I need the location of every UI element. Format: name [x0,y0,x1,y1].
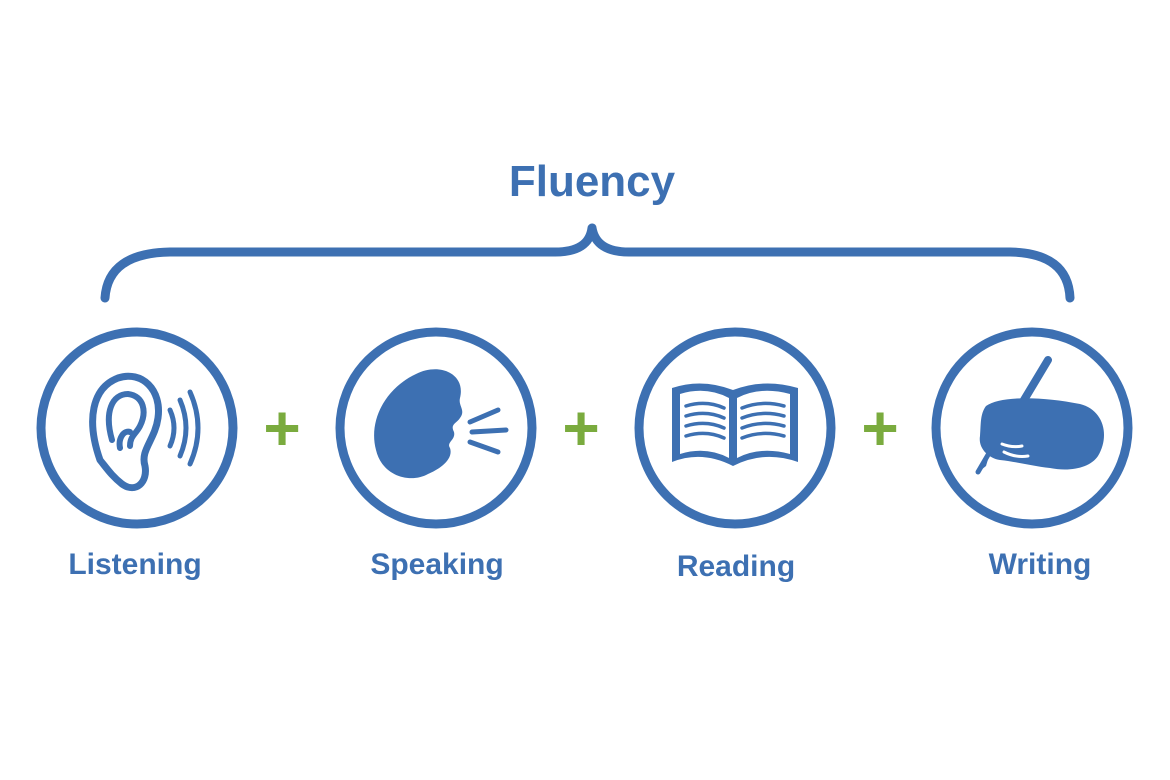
diagram-title: Fluency [509,157,676,206]
ear-icon [89,372,201,492]
skill-circle [36,327,238,529]
skill-reading: Reading [634,327,836,583]
skill-label: Writing [989,548,1092,581]
skill-circle [634,327,836,529]
writing-hand-icon [975,356,1104,475]
skill-writing: Writing [931,327,1133,581]
speaking-head-icon [374,369,509,479]
skill-listening: Listening [36,327,238,581]
skill-circle [931,327,1133,529]
plus-connector: + [861,392,898,464]
skill-label: Speaking [370,548,503,581]
skill-speaking: Speaking [335,327,537,581]
plus-connector: + [562,392,599,464]
open-book-icon [672,383,798,466]
skill-circle [335,327,537,529]
skill-label: Listening [68,548,201,581]
curly-brace [100,223,1075,303]
skill-label: Reading [677,550,795,583]
plus-connector: + [263,392,300,464]
